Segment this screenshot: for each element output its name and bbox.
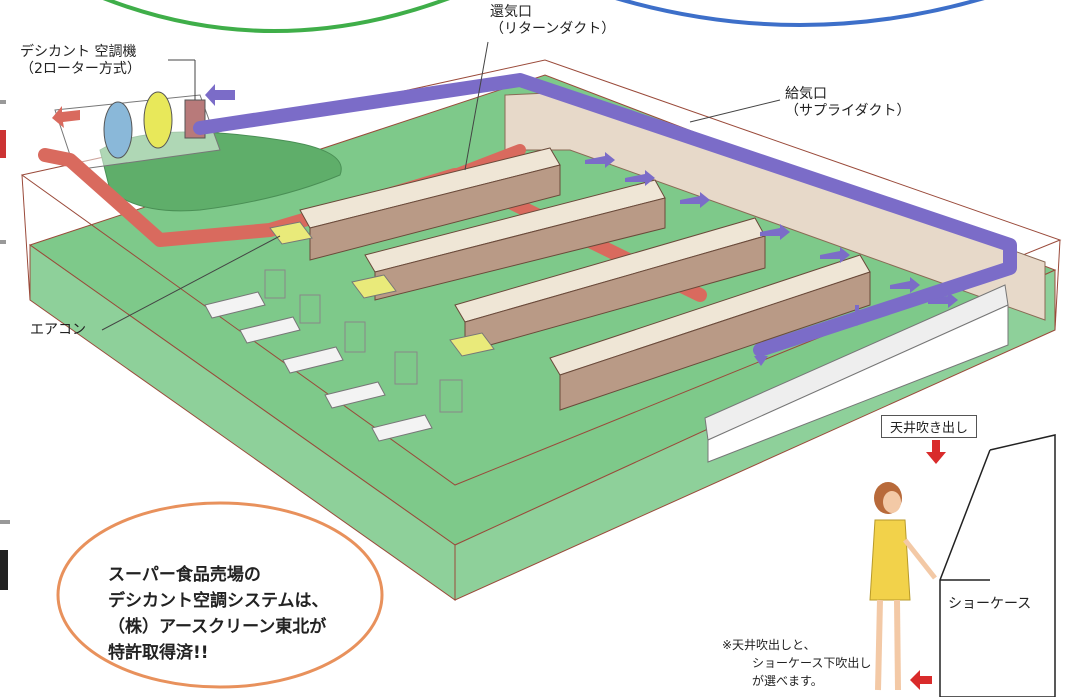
return-duct-label: 還気口 （リターンダクト） <box>490 4 615 38</box>
rotor-blue <box>103 101 133 159</box>
air-conditioner-unit <box>351 274 397 299</box>
supply-duct-label-line2: （サプライダクト） <box>785 103 911 119</box>
desiccant-label-line2: （2ローター方式） <box>20 61 141 77</box>
callout-line2: デシカント空調システムは、 <box>108 591 329 611</box>
air-conditioner-unit <box>269 221 313 245</box>
desiccant-label-line1: デシカント 空調機 <box>20 44 137 60</box>
rotor-yellow <box>143 91 173 149</box>
margin-mark <box>0 240 6 244</box>
wall-edge <box>1054 239 1061 331</box>
leader-supply <box>689 99 781 123</box>
callout-line4: 特許取得済!! <box>108 643 209 663</box>
callout-line3: （株）アースクリーン東北が <box>108 617 327 637</box>
small-racks <box>264 269 463 413</box>
air-conditioner-label: エアコン <box>30 322 86 338</box>
top-right-arc <box>615 0 985 27</box>
margin-mark <box>0 550 8 590</box>
patent-callout <box>56 501 384 689</box>
return-duct-label-line2: （リターンダクト） <box>490 21 616 37</box>
callout-line1: スーパー食品売場の <box>108 565 261 585</box>
desiccant-label: デシカント 空調機 （2ローター方式） <box>20 44 141 78</box>
shelf-row <box>299 147 561 261</box>
ceiling-red-arrow <box>926 440 946 464</box>
exhaust-arrow <box>52 106 80 128</box>
top-left-arc <box>102 0 450 33</box>
checkout-counters <box>204 291 433 442</box>
patent-callout-text: スーパー食品売場の デシカント空調システムは、 （株）アースクリーン東北が 特許… <box>108 562 408 666</box>
footnote-line1: ※天井吹出しと、 <box>722 638 816 652</box>
supply-duct-label-line1: 給気口 <box>785 86 827 102</box>
footnote: ※天井吹出しと、 ショーケース下吹出し が選べます。 <box>722 636 872 690</box>
showcase-refrigerator <box>704 284 1009 463</box>
supply-airflow-arrows <box>585 152 958 366</box>
leader-return <box>464 41 489 171</box>
showcase-side-outline <box>939 434 1056 697</box>
woman-figure <box>869 482 937 691</box>
footnote-line3: が選べます。 <box>752 674 823 688</box>
floor-red-arrow <box>910 670 932 690</box>
leader-aircon <box>101 235 281 331</box>
margin-mark <box>0 520 10 524</box>
intake-arrow <box>205 84 235 106</box>
supply-duct <box>193 73 1017 357</box>
footnote-line2: ショーケース下吹出し <box>752 656 872 670</box>
air-conditioner-unit <box>449 332 495 357</box>
supply-duct-label: 給気口 （サプライダクト） <box>785 86 910 120</box>
wall-edge <box>21 174 31 301</box>
return-duct-label-line1: 還気口 <box>490 4 532 20</box>
shelf-row <box>549 254 871 411</box>
showcase-label: ショーケース <box>948 596 1032 612</box>
margin-mark <box>0 100 6 104</box>
ceiling-outlet-label: 天井吹き出し <box>881 415 978 438</box>
margin-mark <box>0 130 6 158</box>
